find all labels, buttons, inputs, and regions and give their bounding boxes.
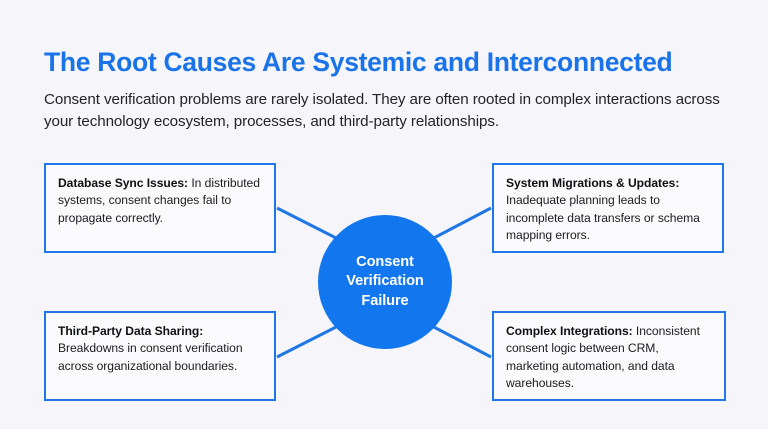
connector-top-right	[429, 206, 492, 242]
cause-label: Third-Party Data Sharing:	[58, 324, 204, 338]
cause-text: System Migrations & Updates: Inadequate …	[506, 175, 710, 244]
center-node-line-1: Consent	[356, 253, 414, 270]
cause-box-complex-integrations[interactable]: Complex Integrations: Inconsistent conse…	[492, 311, 726, 401]
cause-label: Complex Integrations:	[506, 324, 633, 338]
cause-box-database-sync-issues[interactable]: Database Sync Issues: In distributed sys…	[44, 163, 276, 253]
cause-label: Database Sync Issues:	[58, 176, 189, 190]
page-title: The Root Causes Are Systemic and Interco…	[44, 46, 673, 77]
cause-description: Inadequate planning leads to incomplete …	[506, 193, 700, 242]
connector-top-left	[276, 206, 341, 242]
cause-box-system-migrations-updates[interactable]: System Migrations & Updates: Inadequate …	[492, 163, 724, 253]
cause-box-third-party-data-sharing[interactable]: Third-Party Data Sharing: Breakdowns in …	[44, 311, 276, 401]
cause-text: Third-Party Data Sharing: Breakdowns in …	[58, 323, 262, 375]
cause-description: In distributed systems, consent changes …	[58, 176, 260, 225]
center-node-line-3: Failure	[361, 292, 409, 309]
center-node-label: Consent Verification Failure	[346, 253, 424, 311]
cause-text: Database Sync Issues: In distributed sys…	[58, 175, 262, 227]
connector-bottom-left	[276, 323, 341, 359]
cause-description: Breakdowns in consent verification acros…	[58, 341, 243, 373]
cause-text: Complex Integrations: Inconsistent conse…	[506, 323, 712, 392]
center-node-line-2: Verification	[346, 273, 424, 290]
connector-bottom-right	[429, 323, 492, 359]
center-node-consent-verification-failure[interactable]: Consent Verification Failure	[318, 215, 452, 349]
page-subtitle: Consent verification problems are rarely…	[44, 91, 720, 130]
cause-description: Inconsistent consent logic between CRM, …	[506, 324, 700, 390]
cause-label: System Migrations & Updates:	[506, 176, 680, 190]
